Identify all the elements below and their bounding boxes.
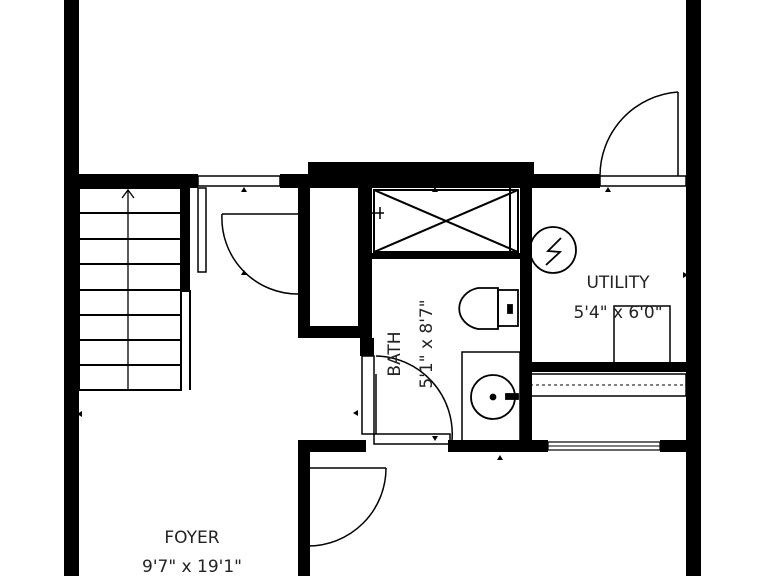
sink-icon [470,374,519,420]
wall-bath-right [520,188,532,452]
utility-room-name: UTILITY [586,273,650,293]
foyer-room-dims: 9'7" x 19'1" [142,557,242,576]
wall-left-outer [64,0,79,576]
wall-bath-left-lower [360,338,374,356]
wall-top-left-segment [64,174,198,188]
wall-bottom-right [660,440,690,452]
utility-room-dims: 5'4" x 6'0" [573,303,662,323]
bath-room-name: BATH [385,331,405,376]
wall-bottom-left [298,440,366,452]
bath-room-dims: 5'1" x 8'7" [417,299,437,388]
bath-door-swing [375,355,453,441]
toilet-icon [458,287,519,330]
wall-utility-bottom [530,362,690,372]
walls [64,0,701,576]
wall-stair-side [180,188,190,292]
wall-closet-bottom [298,326,362,338]
shower-icon [372,207,384,219]
wall-bottom-bath [448,440,548,452]
bath-label-group: BATH [385,331,405,376]
water-heater-icon [529,226,577,274]
wall-bath-left [358,188,372,338]
foyer-room-name: FOYER [164,528,219,548]
utility-door-swing [599,91,679,177]
thin-lines [78,175,687,547]
wall-closet-left [298,188,310,338]
wall-top-right-segment [520,174,600,188]
bath-dims-group: 5'1" x 8'7" [417,299,437,388]
up-arrow-icon [121,188,135,199]
wall-shower-bottom [372,253,522,259]
foyer-door-swing [307,467,387,547]
wall-right-outer [686,0,701,576]
closet-door-swing [221,213,299,295]
door-swings [221,91,679,547]
wall-top-bump [308,162,534,188]
wall-lower-vertical [298,452,310,576]
door-markers [77,187,688,460]
